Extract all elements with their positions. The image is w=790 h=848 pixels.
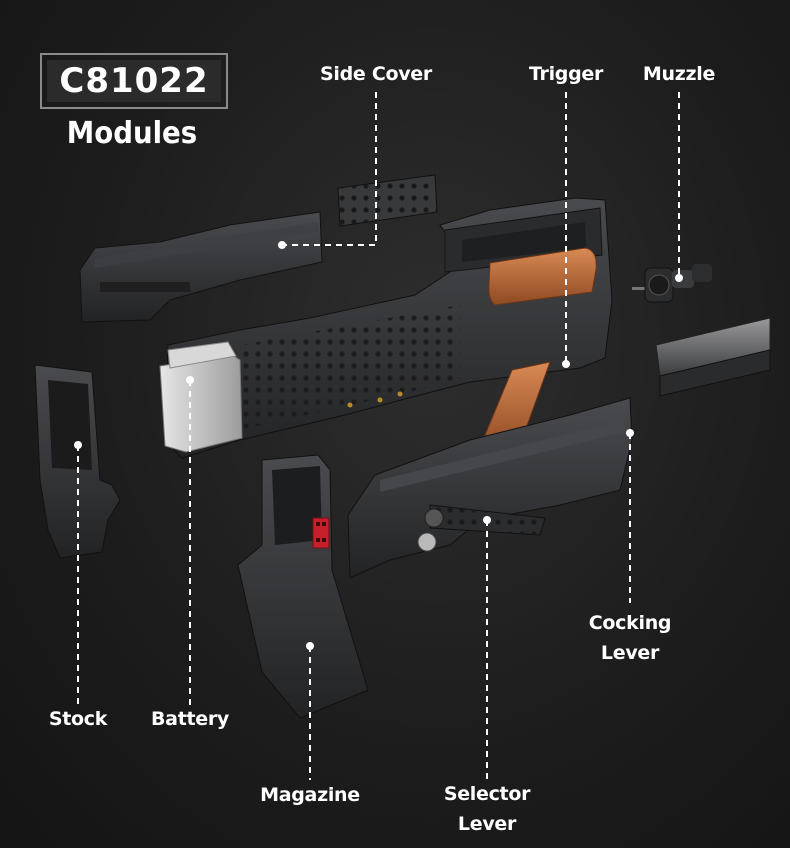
magazine-part [237,454,369,719]
side-cover-label: Side Cover [320,63,432,85]
grille-plate-part [337,174,438,227]
selector-lever-dot [483,516,491,524]
stock-dot [74,441,82,449]
diagram-subtitle: Modules [66,116,198,151]
trigger-label: Trigger [528,63,604,85]
trigger-dot [562,360,570,368]
cocking-lever-dot [626,429,634,437]
stock-label: Stock [48,708,108,730]
model-number-box: C81022 [40,53,228,109]
muzzle-dot [675,274,683,282]
muzzle-part [632,264,712,303]
leader-lines [77,92,680,780]
leader-endpoints [74,241,683,650]
selector-lever-label: Selector Lever [443,783,531,835]
magazine-dot [306,642,314,650]
magazine-label: Magazine [260,784,360,806]
side-cover-dot [278,241,286,249]
rail-part [655,317,771,397]
receiver-part [159,197,613,459]
side-cover-part [79,211,323,323]
battery-label: Battery [150,708,230,730]
muzzle-label: Muzzle [642,63,716,85]
model-number: C81022 [47,60,221,102]
cocking-lever-label: Cocking Lever [588,612,672,664]
battery-dot [186,376,194,384]
